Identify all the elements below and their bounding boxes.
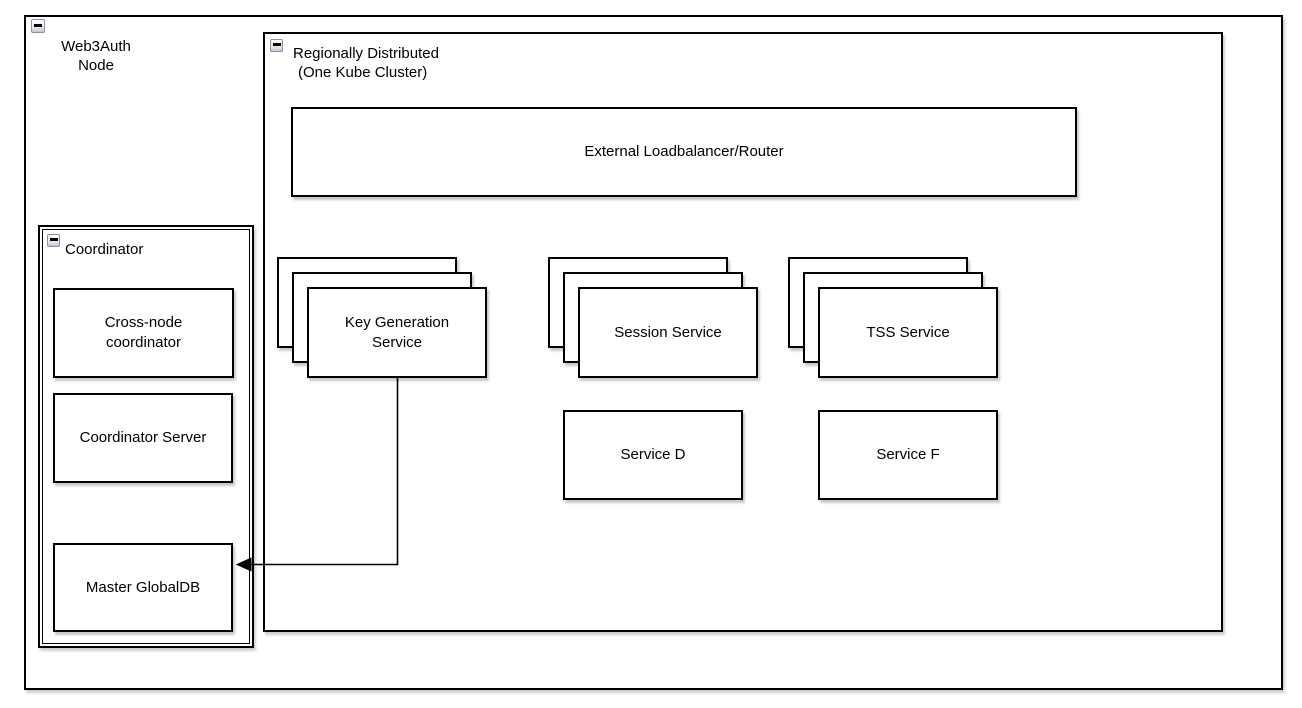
- session-service-label: Session Service: [614, 323, 722, 341]
- external-loadbalancer-box[interactable]: External Loadbalancer/Router: [291, 107, 1077, 197]
- session-service-stack[interactable]: Session Service: [548, 257, 759, 379]
- service-f-box[interactable]: Service F: [818, 410, 998, 500]
- service-f-label: Service F: [876, 446, 940, 463]
- key-generation-service-label: Key Generation Service: [344, 313, 450, 351]
- region-label-line1: Regionally Distributed: [293, 45, 439, 62]
- regionally-distributed-container[interactable]: Regionally Distributed (One Kube Cluster…: [263, 32, 1223, 632]
- coordinator-label: Coordinator: [65, 241, 144, 258]
- key-generation-service-stack[interactable]: Key Generation Service: [277, 257, 488, 379]
- region-label-line2: (One Kube Cluster): [298, 64, 428, 81]
- external-loadbalancer-label: External Loadbalancer/Router: [584, 143, 784, 160]
- session-service-box[interactable]: Session Service: [578, 287, 758, 378]
- web3auth-node-label: Web3Auth Node: [41, 37, 151, 75]
- minus-glyph: [49, 238, 58, 241]
- coordinator-container[interactable]: Coordinator Cross-node coordinator Coord…: [38, 225, 254, 648]
- coordinator-server-label: Coordinator Server: [79, 429, 207, 446]
- cross-node-coordinator-label: Cross-node coordinator: [104, 314, 183, 351]
- master-globaldb-box[interactable]: Master GlobalDB: [53, 543, 233, 632]
- tss-service-stack[interactable]: TSS Service: [788, 257, 999, 379]
- cross-node-coordinator-box[interactable]: Cross-node coordinator: [53, 288, 234, 378]
- collapse-minus-icon[interactable]: [270, 39, 283, 52]
- minus-glyph: [34, 23, 42, 27]
- minus-glyph: [272, 43, 281, 46]
- web3auth-node-label-line2: Node: [78, 57, 114, 74]
- service-d-box[interactable]: Service D: [563, 410, 743, 500]
- regionally-distributed-label: Regionally Distributed (One Kube Cluster…: [293, 44, 439, 82]
- master-globaldb-label: Master GlobalDB: [85, 578, 201, 596]
- web3auth-node-container[interactable]: Web3Auth Node Regionally Distributed (On…: [24, 15, 1283, 690]
- web3auth-node-label-line1: Web3Auth: [61, 38, 131, 55]
- coordinator-server-box[interactable]: Coordinator Server: [53, 393, 233, 483]
- key-generation-service-box[interactable]: Key Generation Service: [307, 287, 487, 378]
- collapse-minus-icon[interactable]: [31, 19, 45, 33]
- tss-service-box[interactable]: TSS Service: [818, 287, 998, 378]
- tss-service-label: TSS Service: [866, 323, 950, 341]
- service-d-label: Service D: [620, 446, 686, 463]
- edge-path[interactable]: [250, 378, 399, 566]
- collapse-minus-icon[interactable]: [47, 234, 60, 247]
